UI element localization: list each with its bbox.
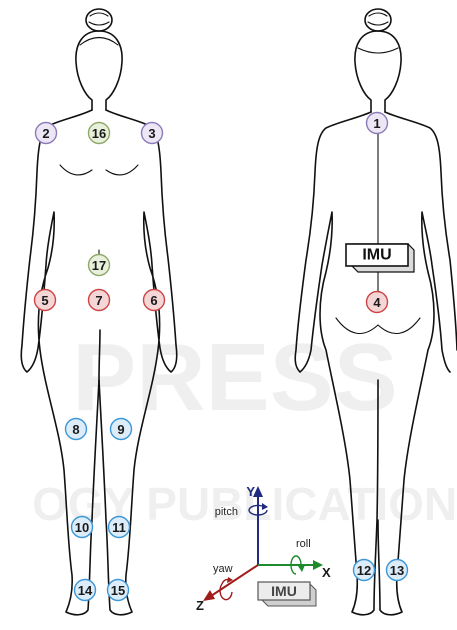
x-axis-label: X: [322, 565, 331, 580]
marker-number: 13: [390, 563, 404, 578]
sensor-marker-1: 1: [367, 113, 388, 134]
marker-number: 4: [373, 295, 381, 310]
marker-number: 6: [150, 293, 157, 308]
sensor-marker-11: 11: [109, 517, 130, 538]
sensor-marker-15: 15: [108, 580, 129, 601]
marker-number: 9: [117, 422, 124, 437]
sensor-marker-2: 2: [36, 123, 57, 144]
marker-number: 1: [373, 116, 380, 131]
sensor-marker-16: 16: [89, 123, 110, 144]
sensor-marker-3: 3: [142, 123, 163, 144]
marker-number: 12: [357, 563, 371, 578]
imu-device-axes: IMU: [258, 582, 316, 606]
sensor-marker-9: 9: [111, 419, 132, 440]
pitch-label: pitch: [215, 506, 238, 518]
watermark-line2: OGY PUBLICATIONS: [32, 478, 457, 530]
sensor-marker-5: 5: [35, 290, 56, 311]
marker-number: 2: [42, 126, 49, 141]
sensor-marker-17: 17: [89, 255, 110, 276]
imu-back-label: IMU: [362, 247, 391, 264]
marker-number: 15: [111, 583, 125, 598]
marker-number: 14: [78, 583, 93, 598]
marker-number: 3: [148, 126, 155, 141]
marker-number: 7: [95, 293, 102, 308]
z-axis-label: Z: [196, 598, 204, 613]
sensor-marker-14: 14: [75, 580, 96, 601]
sensor-marker-4: 4: [367, 292, 388, 313]
imu-device-back: IMU: [346, 244, 414, 272]
sensor-marker-6: 6: [144, 290, 165, 311]
marker-number: 10: [75, 520, 89, 535]
sensor-marker-7: 7: [89, 290, 110, 311]
yaw-label: yaw: [213, 563, 233, 575]
sensor-marker-10: 10: [72, 517, 93, 538]
y-axis-label: Y: [246, 484, 255, 499]
marker-number: 8: [72, 422, 79, 437]
roll-label: roll: [296, 538, 311, 550]
marker-number: 5: [41, 293, 48, 308]
marker-number: 17: [92, 258, 106, 273]
sensor-marker-13: 13: [387, 560, 408, 581]
imu-axes-label: IMU: [271, 583, 297, 599]
watermark-line1: PRESS: [72, 324, 397, 431]
sensor-marker-8: 8: [66, 419, 87, 440]
marker-number: 11: [112, 520, 126, 535]
marker-number: 16: [92, 126, 106, 141]
sensor-marker-12: 12: [354, 560, 375, 581]
